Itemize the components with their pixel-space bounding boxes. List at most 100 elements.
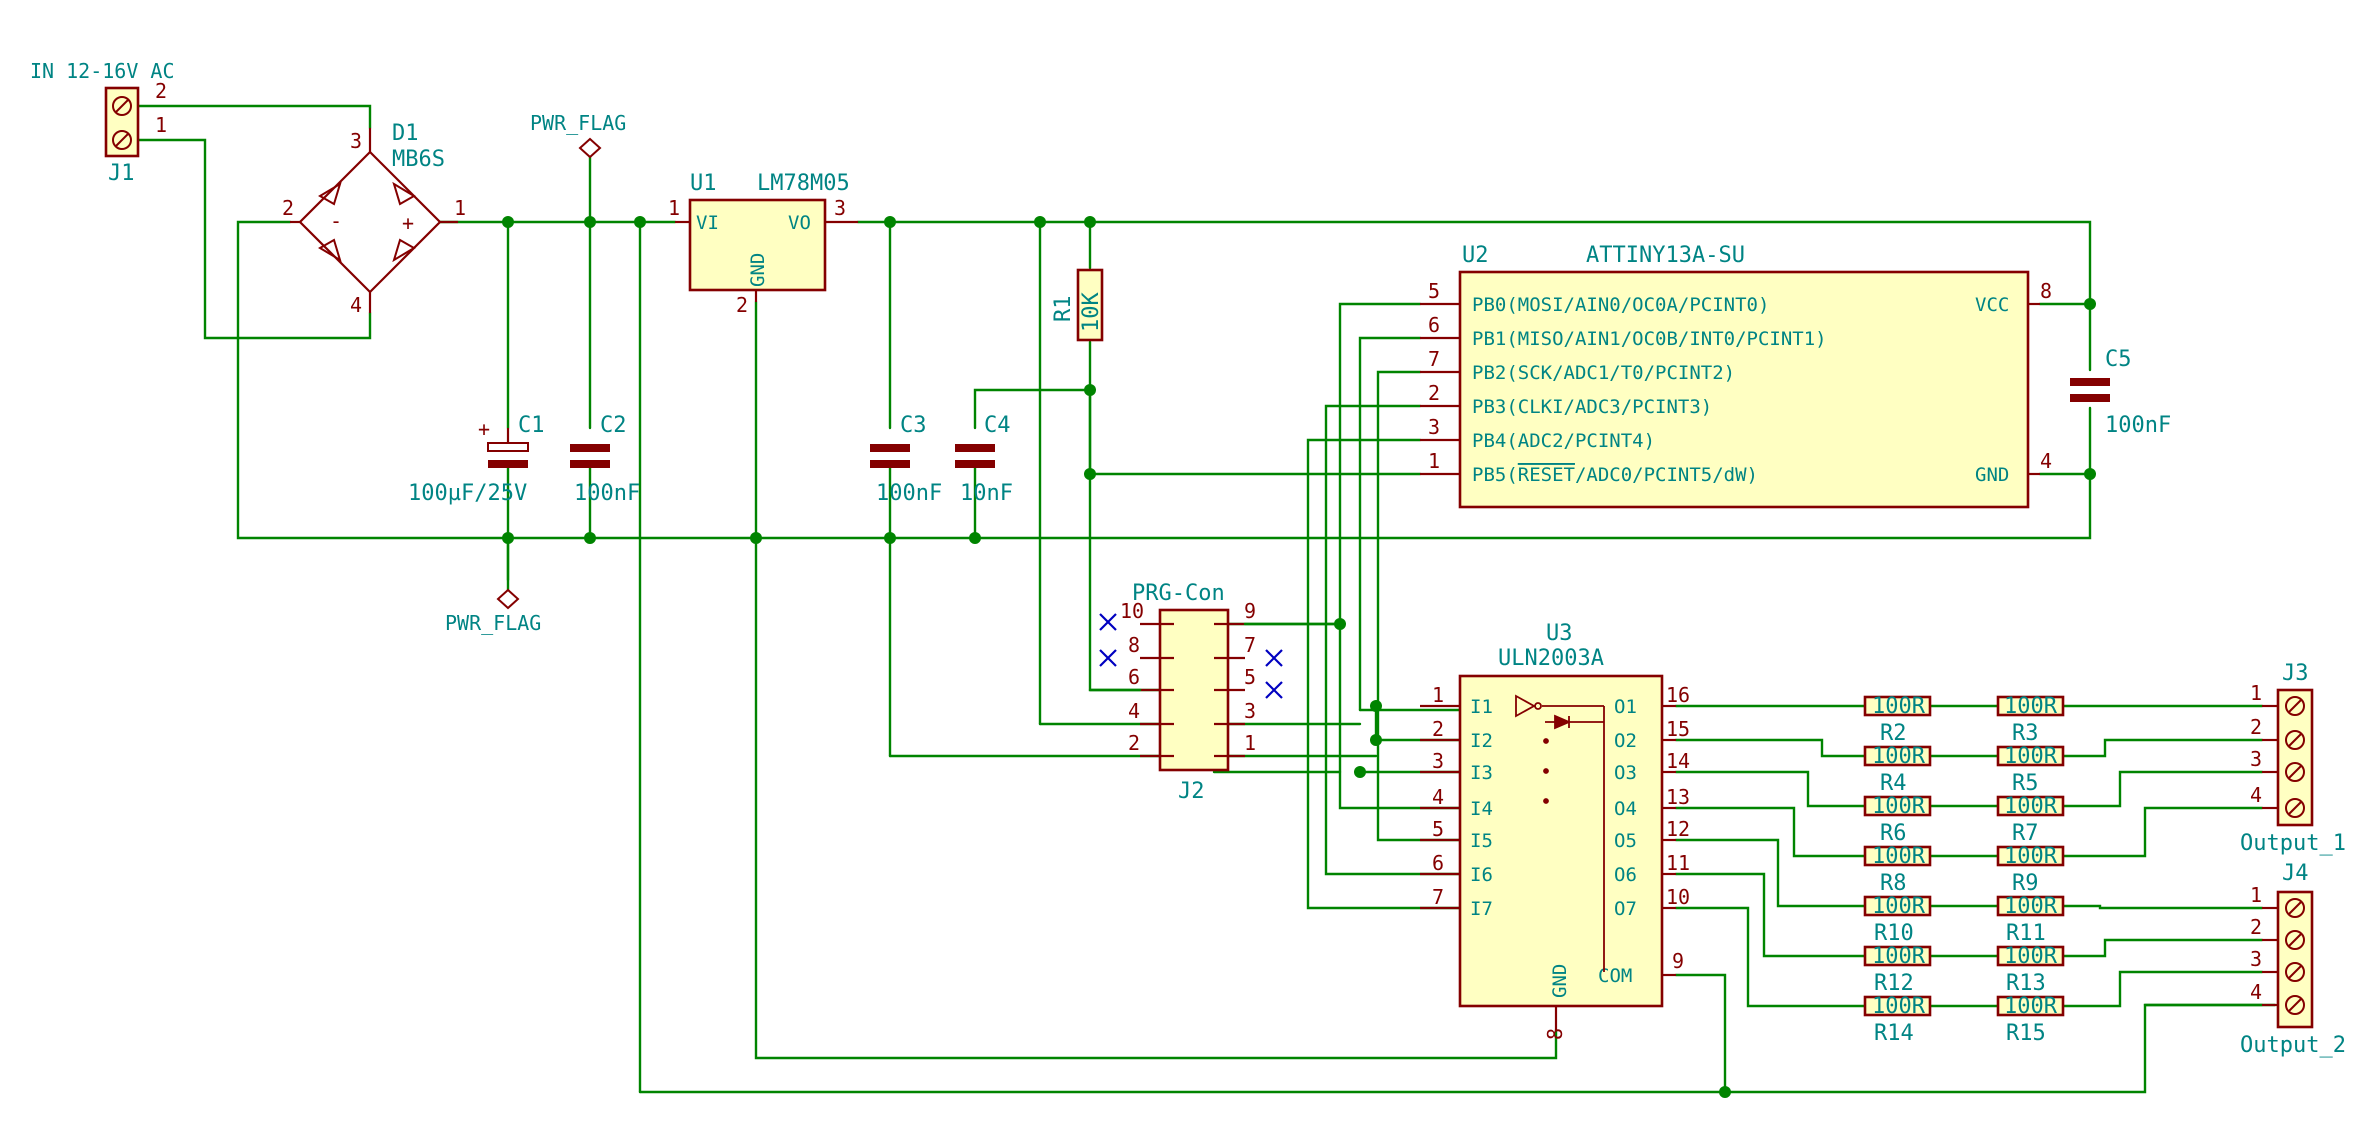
j4-pin4: 4 bbox=[2250, 980, 2262, 1004]
capacitor-c4: C4 10nF bbox=[955, 413, 1013, 506]
u1-pin1: 1 bbox=[668, 196, 680, 220]
u3-output-pins bbox=[1554, 704, 1676, 1030]
c5-ref: C5 bbox=[2105, 347, 2132, 372]
capacitor-c2: C2 100nF bbox=[570, 413, 640, 506]
u3-pin7: 7 bbox=[1432, 885, 1444, 909]
r4-value: 100R bbox=[1872, 744, 1926, 769]
u2-pb5-post: /ADC0/PCINT5/dW) bbox=[1575, 464, 1758, 486]
r7-value: 100R bbox=[2004, 794, 2058, 819]
capacitor-c3: C3 100nF bbox=[870, 413, 942, 506]
u3-pin1: 1 bbox=[1432, 683, 1444, 707]
connector-j3: J3 Output_1 1 2 3 4 bbox=[2240, 661, 2346, 856]
r2-value: 100R bbox=[1872, 694, 1926, 719]
j2-pin6: 6 bbox=[1128, 665, 1140, 689]
u2-pb5: PB5(RESET/ADC0/PCINT5/dW) bbox=[1472, 464, 1758, 486]
j2-pin4: 4 bbox=[1128, 699, 1140, 723]
power-flag-bottom: PWR_FLAG bbox=[445, 536, 541, 635]
u1-value: LM78M05 bbox=[757, 171, 850, 196]
mcu-u2: U2 ATTINY13A-SU 5 6 7 2 3 1 PB0(MOSI/AIN… bbox=[1420, 243, 2052, 509]
j3-pin4: 4 bbox=[2250, 783, 2262, 807]
j4-pin2: 2 bbox=[2250, 915, 2262, 939]
u3-o5: O5 bbox=[1614, 830, 1637, 852]
d1-value: MB6S bbox=[392, 147, 445, 172]
u2-gnd: GND bbox=[1975, 464, 2009, 486]
j4-ref: J4 bbox=[2282, 861, 2309, 886]
c3-ref: C3 bbox=[900, 413, 927, 438]
r15-ref: R15 bbox=[2006, 1021, 2046, 1046]
c2-value: 100nF bbox=[574, 481, 640, 506]
resistor-pair: 100R 100R R10 R11 bbox=[1863, 894, 2065, 946]
u3-o4: O4 bbox=[1614, 798, 1637, 820]
r15-value: 100R bbox=[2004, 994, 2058, 1019]
u3-i1: I1 bbox=[1470, 696, 1493, 718]
j1-ref: J1 bbox=[108, 161, 135, 186]
r14-value: 100R bbox=[1872, 994, 1926, 1019]
u3-gnd: GND bbox=[1549, 964, 1571, 998]
d1-pin3: 3 bbox=[350, 129, 362, 153]
j4-value: Output_2 bbox=[2240, 1033, 2346, 1058]
u2-pin8: 8 bbox=[2040, 279, 2052, 303]
u3-value: ULN2003A bbox=[1498, 646, 1604, 671]
r1-value: 10K bbox=[1079, 292, 1104, 332]
u3-o6: O6 bbox=[1614, 864, 1637, 886]
r9-ref: R9 bbox=[2012, 871, 2039, 896]
u3-pin10: 10 bbox=[1666, 885, 1690, 909]
r7-ref: R7 bbox=[2012, 821, 2039, 846]
r13-value: 100R bbox=[2004, 944, 2058, 969]
u2-ref: U2 bbox=[1462, 243, 1489, 268]
j4-pin3: 3 bbox=[2250, 947, 2262, 971]
d1-plus: + bbox=[402, 211, 414, 235]
r12-ref: R12 bbox=[1874, 971, 1914, 996]
j2-pin3: 3 bbox=[1244, 699, 1256, 723]
resistor-pair: 100R 100R R12 R13 bbox=[1863, 944, 2065, 996]
u3-o1: O1 bbox=[1614, 696, 1637, 718]
j3-value: Output_1 bbox=[2240, 831, 2346, 856]
r14-ref: R14 bbox=[1874, 1021, 1914, 1046]
r13-ref: R13 bbox=[2006, 971, 2046, 996]
c1-plus: + bbox=[478, 417, 490, 441]
r5-value: 100R bbox=[2004, 744, 2058, 769]
u2-pb1: PB1(MISO/AIN1/OC0B/INT0/PCINT1) bbox=[1472, 328, 1827, 350]
r1-ref: R1 bbox=[1051, 296, 1076, 323]
u2-value: ATTINY13A-SU bbox=[1586, 243, 1745, 268]
r3-ref: R3 bbox=[2012, 721, 2039, 746]
u3-pin15: 15 bbox=[1666, 717, 1690, 741]
u3-pin4: 4 bbox=[1432, 785, 1444, 809]
j3-pin3: 3 bbox=[2250, 747, 2262, 771]
j2-pin5: 5 bbox=[1244, 665, 1256, 689]
u2-pb3: PB3(CLKI/ADC3/PCINT3) bbox=[1472, 396, 1712, 418]
j4-pin1: 1 bbox=[2250, 883, 2262, 907]
u3-o3: O3 bbox=[1614, 762, 1637, 784]
u3-i3: I3 bbox=[1470, 762, 1493, 784]
u3-i5: I5 bbox=[1470, 830, 1493, 852]
u2-vcc: VCC bbox=[1975, 294, 2009, 316]
u2-pb0: PB0(MOSI/AIN0/OC0A/PCINT0) bbox=[1472, 294, 1769, 316]
u1-pin2: 2 bbox=[736, 293, 748, 317]
u3-pin13: 13 bbox=[1666, 785, 1690, 809]
resistor-pair: 100R 100R R2 R3 bbox=[1863, 694, 2065, 746]
r11-ref: R11 bbox=[2006, 921, 2046, 946]
j2-pin9: 9 bbox=[1244, 599, 1256, 623]
j3-pin2: 2 bbox=[2250, 715, 2262, 739]
connector-j2: PRG-Con J2 10 8 6 4 2 9 7 5 3 1 bbox=[1088, 581, 1342, 804]
u2-pin6: 6 bbox=[1428, 313, 1440, 337]
d1-minus: - bbox=[330, 209, 342, 233]
u3-pin5: 5 bbox=[1432, 817, 1444, 841]
r10-ref: R10 bbox=[1874, 921, 1914, 946]
u3-pin12: 12 bbox=[1666, 817, 1690, 841]
resistor-pair: 100R 100R R8 R9 bbox=[1863, 844, 2065, 896]
regulator-u1: VI VO GND U1 LM78M05 1 3 2 bbox=[668, 171, 858, 317]
u3-i4: I4 bbox=[1470, 798, 1493, 820]
u2-pin7: 7 bbox=[1428, 347, 1440, 371]
j1-label: IN 12-16V AC bbox=[30, 59, 175, 83]
u3-o2: O2 bbox=[1614, 730, 1637, 752]
r8-ref: R8 bbox=[1880, 871, 1907, 896]
d1-pin2: 2 bbox=[282, 196, 294, 220]
junctions bbox=[502, 216, 2096, 1098]
j2-value: PRG-Con bbox=[1132, 581, 1225, 606]
u1-pin3: 3 bbox=[834, 196, 846, 220]
j3-pin1: 1 bbox=[2250, 681, 2262, 705]
u2-pb5-pre: PB5( bbox=[1472, 464, 1518, 486]
r2-ref: R2 bbox=[1880, 721, 1907, 746]
